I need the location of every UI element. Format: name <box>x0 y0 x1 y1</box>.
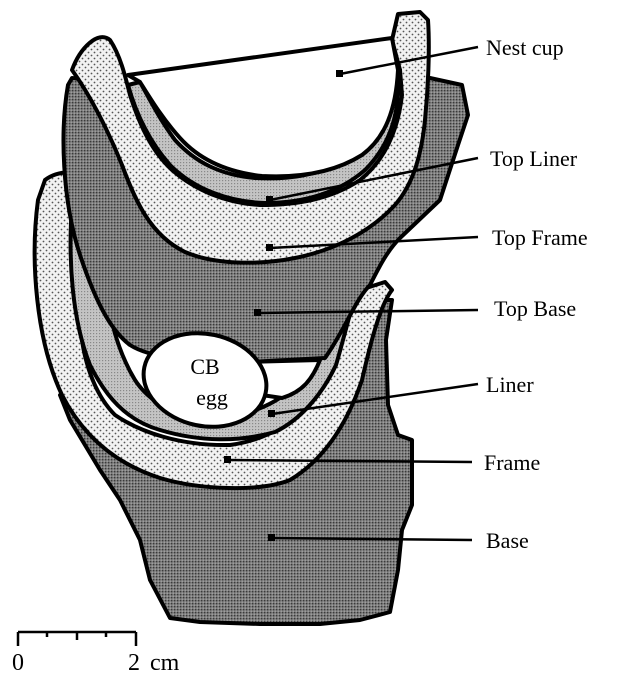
scale-start-label: 0 <box>12 650 24 676</box>
egg-label-line2: egg <box>196 385 228 410</box>
label-top-base: Top Base <box>494 296 576 321</box>
label-nest-cup: Nest cup <box>486 35 564 60</box>
label-top-frame: Top Frame <box>492 225 588 250</box>
label-frame: Frame <box>484 450 540 475</box>
egg-label-line1: CB <box>190 354 219 379</box>
scale-bar <box>18 632 136 646</box>
label-base: Base <box>486 528 529 553</box>
scale-end-label: 2 <box>128 650 140 676</box>
label-top-liner: Top Liner <box>490 146 578 171</box>
scale-unit-label: cm <box>150 650 180 676</box>
label-liner: Liner <box>486 372 534 397</box>
